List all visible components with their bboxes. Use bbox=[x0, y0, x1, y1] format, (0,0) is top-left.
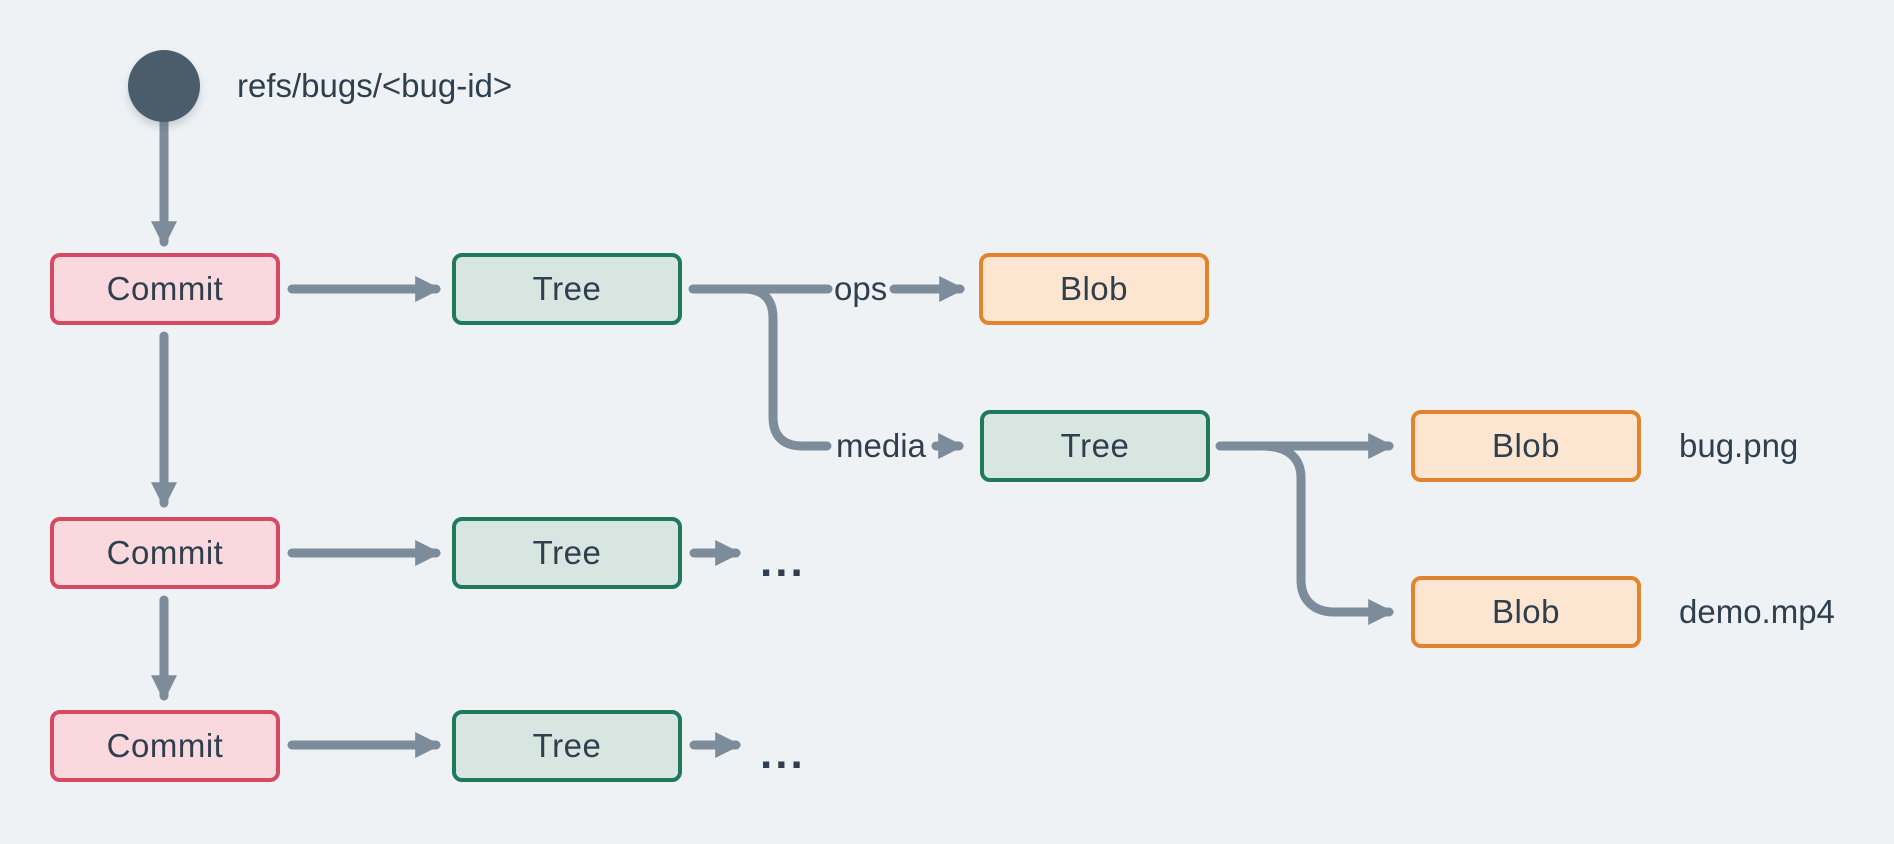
blob-node-demo-label: Blob bbox=[1491, 593, 1561, 630]
edge-label-ops: ops bbox=[834, 270, 888, 307]
ellipsis-row-3: ... bbox=[760, 729, 806, 778]
edge-tree1-branch-to-media bbox=[739, 284, 832, 451]
commit-node-2-label: Commit bbox=[106, 534, 224, 571]
blob-node-demo: Blob bbox=[1411, 576, 1641, 648]
tree-node-4: Tree bbox=[452, 710, 682, 782]
tree-node-3-label: Tree bbox=[532, 534, 602, 571]
commit-node-3: Commit bbox=[50, 710, 280, 782]
blob-node-ops: Blob bbox=[979, 253, 1209, 325]
blob-node-ops-label: Blob bbox=[1059, 270, 1129, 307]
tree-node-1-label: Tree bbox=[532, 270, 602, 307]
tree-node-2-label: Tree bbox=[1060, 427, 1130, 464]
ellipsis-row-2: ... bbox=[760, 537, 806, 586]
tree-node-3: Tree bbox=[452, 517, 682, 589]
edge-label-media: media bbox=[836, 427, 926, 464]
file-label-demo-mp4: demo.mp4 bbox=[1679, 593, 1835, 630]
commit-node-1: Commit bbox=[50, 253, 280, 325]
commit-node-2: Commit bbox=[50, 517, 280, 589]
file-label-bug-png: bug.png bbox=[1679, 427, 1799, 464]
blob-node-bug-label: Blob bbox=[1491, 427, 1561, 464]
commit-node-1-label: Commit bbox=[106, 270, 224, 307]
tree-node-4-label: Tree bbox=[532, 727, 602, 764]
tree-node-2: Tree bbox=[980, 410, 1210, 482]
ref-label: refs/bugs/<bug-id> bbox=[237, 67, 513, 104]
edge-tree2-branch-to-blob-demo bbox=[1257, 441, 1395, 625]
ref-node-circle bbox=[128, 50, 200, 122]
blob-node-bug: Blob bbox=[1411, 410, 1641, 482]
commit-node-3-label: Commit bbox=[106, 727, 224, 764]
tree-node-1: Tree bbox=[452, 253, 682, 325]
